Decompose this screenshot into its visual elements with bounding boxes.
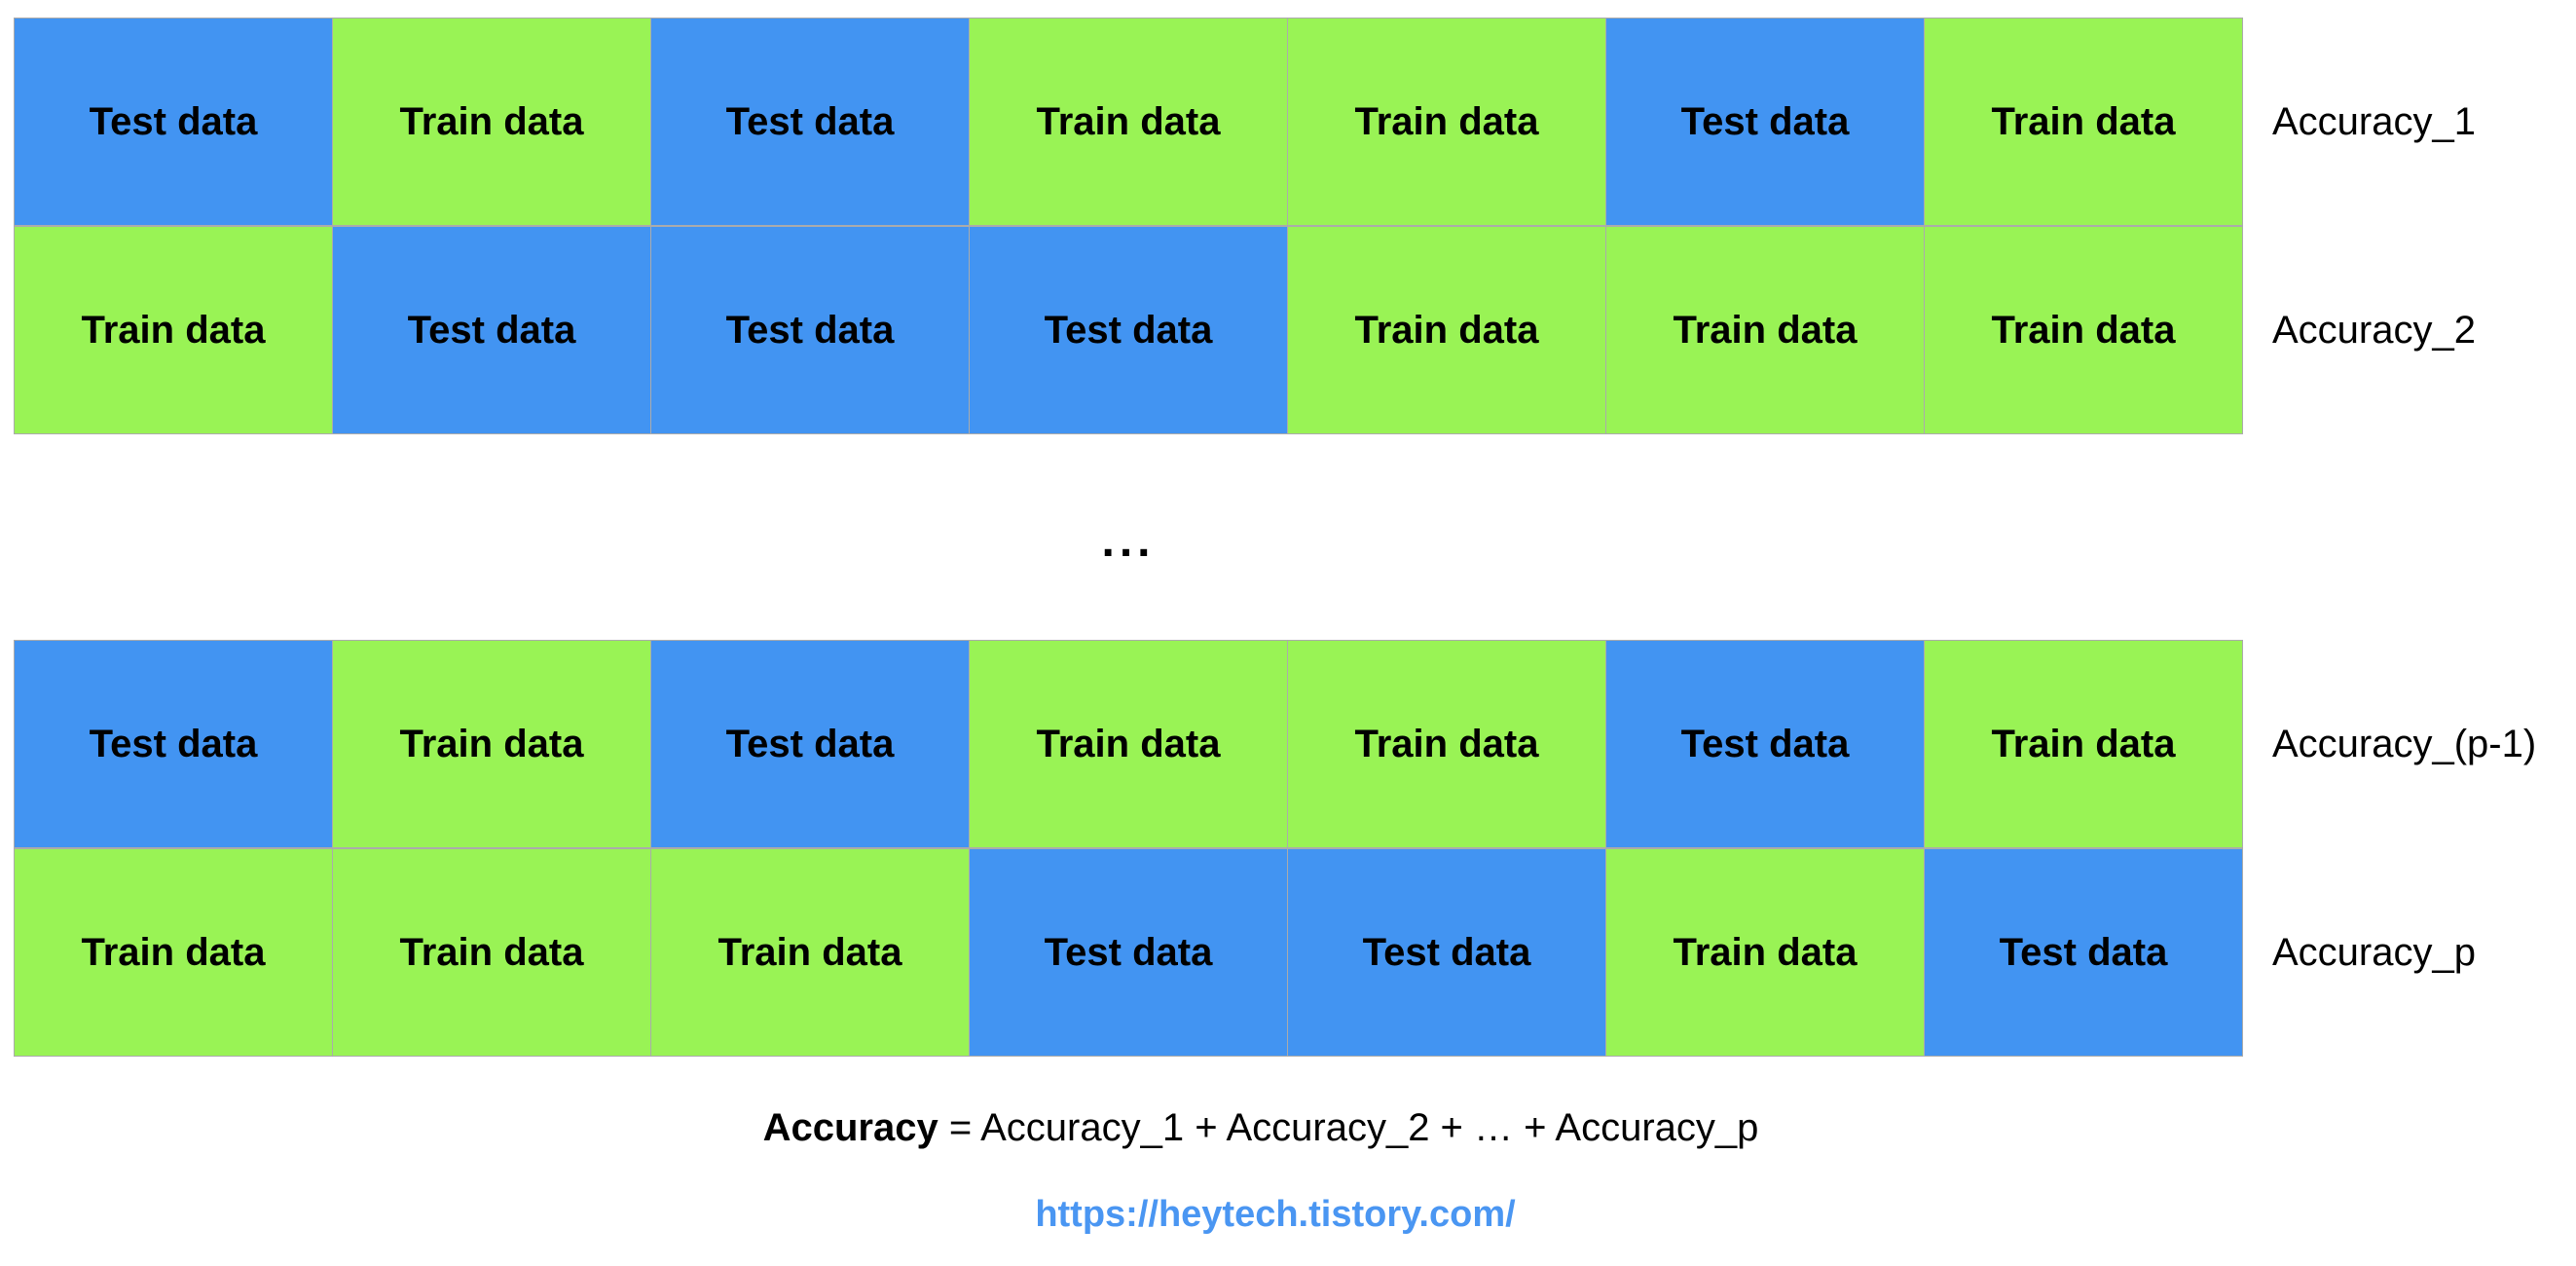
source-link[interactable]: https://heytech.tistory.com/ bbox=[1035, 1194, 1516, 1235]
test-data-cell: Test data bbox=[14, 18, 333, 226]
test-data-cell: Test data bbox=[332, 226, 651, 434]
test-data-cell: Test data bbox=[969, 848, 1288, 1057]
test-data-cell: Test data bbox=[14, 640, 333, 848]
train-data-cell: Train data bbox=[14, 226, 333, 434]
test-data-cell: Test data bbox=[650, 640, 970, 848]
train-data-cell: Train data bbox=[1605, 226, 1925, 434]
formula-rhs: = Accuracy_1 + Accuracy_2 + … + Accuracy… bbox=[938, 1106, 1759, 1149]
train-data-cell: Train data bbox=[1605, 848, 1925, 1057]
formula-lhs: Accuracy bbox=[762, 1106, 938, 1149]
row-label-accuracy-2: Accuracy_2 bbox=[2272, 308, 2476, 352]
train-data-cell: Train data bbox=[1924, 18, 2243, 226]
test-data-cell: Test data bbox=[1287, 848, 1606, 1057]
row-label-accuracy-p-minus-1: Accuracy_(p-1) bbox=[2272, 722, 2537, 765]
test-data-cell: Test data bbox=[650, 226, 970, 434]
train-data-cell: Train data bbox=[332, 640, 651, 848]
row-label-accuracy-p: Accuracy_p bbox=[2272, 930, 2476, 974]
train-data-cell: Train data bbox=[332, 848, 651, 1057]
train-data-cell: Train data bbox=[1287, 18, 1606, 226]
train-data-cell: Train data bbox=[969, 640, 1288, 848]
train-data-cell: Train data bbox=[969, 18, 1288, 226]
train-data-cell: Train data bbox=[1924, 640, 2243, 848]
source-link-row: https://heytech.tistory.com/ bbox=[0, 1194, 2551, 1236]
test-data-cell: Test data bbox=[1605, 640, 1925, 848]
test-data-cell: Test data bbox=[1605, 18, 1925, 226]
test-data-cell: Test data bbox=[1924, 848, 2243, 1057]
accuracy-formula: Accuracy = Accuracy_1 + Accuracy_2 + … +… bbox=[0, 1106, 2521, 1150]
row-label-accuracy-1: Accuracy_1 bbox=[2272, 99, 2476, 143]
train-data-cell: Train data bbox=[1924, 226, 2243, 434]
test-data-cell: Test data bbox=[969, 226, 1288, 434]
test-data-cell: Test data bbox=[650, 18, 970, 226]
train-data-cell: Train data bbox=[1287, 640, 1606, 848]
train-data-cell: Train data bbox=[1287, 226, 1606, 434]
train-data-cell: Train data bbox=[14, 848, 333, 1057]
train-data-cell: Train data bbox=[650, 848, 970, 1057]
train-data-cell: Train data bbox=[332, 18, 651, 226]
continuation-dots: ... bbox=[1101, 515, 1156, 567]
